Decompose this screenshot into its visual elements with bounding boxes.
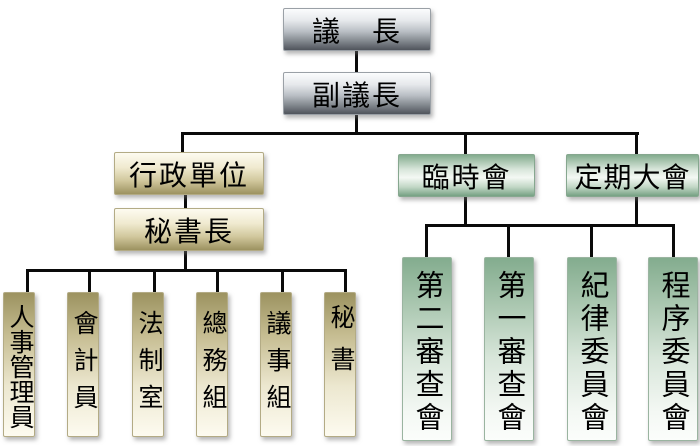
connector-admin-secgen: [184, 195, 187, 210]
connector-bus-proceedings: [281, 269, 284, 294]
node-proceedings-section: 議事組: [260, 292, 292, 437]
node-secretary-label: 秘書: [327, 304, 354, 388]
node-chairman-label: 議 長: [311, 16, 402, 48]
node-general-affairs-section-label: 總務組: [199, 310, 226, 421]
node-secretary: 秘書: [324, 292, 356, 437]
connector-bus-procedure: [672, 224, 675, 259]
connector-regular-bus: [635, 197, 638, 227]
connector-provisional-bus: [464, 197, 467, 227]
node-admin-unit-label: 行政單位: [128, 160, 249, 192]
node-admin-unit: 行政單位: [114, 152, 264, 195]
connector-chairman-vice: [355, 51, 358, 73]
node-provisional-session-label: 臨時會: [421, 162, 512, 194]
node-procedure-committee: 程序委員會: [648, 257, 698, 441]
node-regular-assembly: 定期大會: [566, 154, 699, 197]
node-vice-chairman-label: 副議長: [311, 80, 402, 112]
node-accountant-label: 會計員: [70, 310, 97, 421]
connector-top-bus: [181, 132, 639, 135]
node-secretary-general: 秘書長: [114, 208, 264, 251]
connector-bus-regular: [635, 132, 638, 156]
connector-bus-second-review: [425, 224, 428, 259]
connector-bus-provisional: [464, 132, 467, 156]
node-discipline-committee: 紀律委員會: [567, 257, 617, 441]
node-vice-chairman: 副議長: [283, 72, 431, 115]
node-personnel-manager: 人事管理員: [3, 292, 35, 437]
node-second-review-committee-label: 第二審查會: [411, 270, 443, 435]
node-chairman: 議 長: [283, 8, 431, 51]
node-discipline-committee-label: 紀律委員會: [576, 270, 608, 435]
connector-bus-first-review: [507, 224, 510, 259]
connector-left-bus: [26, 269, 347, 272]
connector-secgen-bus: [184, 251, 187, 272]
node-legal-affairs-office-label: 法制室: [135, 310, 162, 421]
node-legal-affairs-office: 法制室: [132, 292, 164, 437]
connector-bus-legal: [153, 269, 156, 294]
connector-bus-personnel: [26, 269, 29, 294]
node-accountant: 會計員: [67, 292, 99, 437]
connector-bus-accountant: [88, 269, 91, 294]
node-second-review-committee: 第二審查會: [402, 257, 452, 441]
node-proceedings-section-label: 議事組: [263, 310, 290, 421]
node-first-review-committee: 第一審查會: [484, 257, 534, 441]
connector-bus-discipline: [590, 224, 593, 259]
node-regular-assembly-label: 定期大會: [574, 162, 691, 194]
connector-bus-admin-unit: [181, 132, 184, 154]
connector-vice-bus: [355, 115, 358, 134]
node-procedure-committee-label: 程序委員會: [657, 270, 689, 435]
node-secretary-general-label: 秘書長: [143, 216, 234, 248]
node-first-review-committee-label: 第一審查會: [493, 270, 525, 435]
node-general-affairs-section: 總務組: [196, 292, 228, 437]
connector-bus-secretary: [344, 269, 347, 294]
node-provisional-session: 臨時會: [398, 154, 535, 197]
connector-bus-general-affairs: [216, 269, 219, 294]
connector-committee-bus: [425, 224, 675, 227]
node-personnel-manager-label: 人事管理員: [6, 304, 33, 429]
